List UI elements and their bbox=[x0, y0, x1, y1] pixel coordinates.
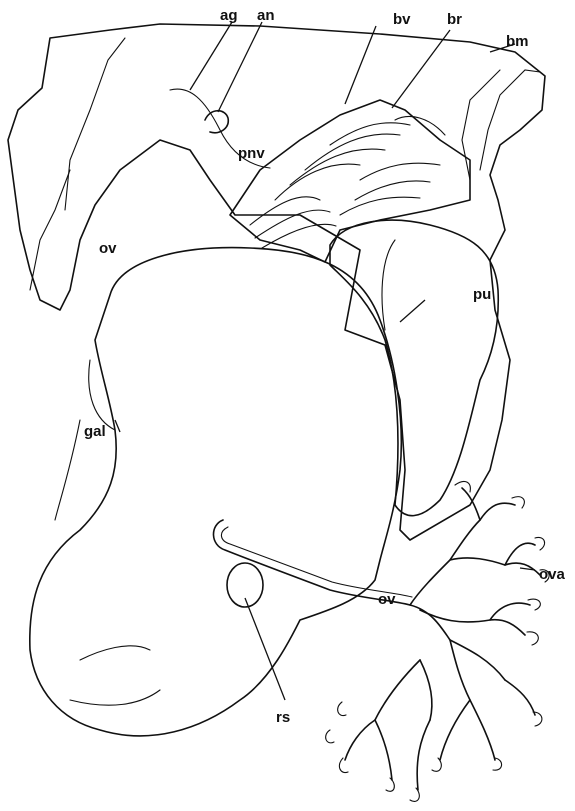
ovary-branches bbox=[345, 488, 540, 790]
label-bv: bv bbox=[393, 11, 411, 28]
label-ag: ag bbox=[220, 7, 238, 24]
mantle-outline bbox=[8, 24, 545, 540]
lower-fold-2 bbox=[80, 646, 150, 660]
anterior-lobe bbox=[30, 170, 70, 290]
label-an: an bbox=[257, 7, 275, 24]
ovary-follicles bbox=[326, 481, 550, 801]
label-gal: gal bbox=[84, 423, 106, 440]
label-ova: ova bbox=[539, 566, 566, 583]
label-bm: bm bbox=[506, 33, 529, 50]
label-ov-tube: ov bbox=[378, 591, 396, 608]
label-rs: rs bbox=[276, 709, 290, 726]
label-ov-left: ov bbox=[99, 240, 117, 257]
visceral-mass bbox=[30, 248, 402, 736]
label-br: br bbox=[447, 11, 462, 28]
receptaculum-seminis bbox=[227, 563, 263, 607]
lower-fold bbox=[70, 690, 160, 705]
albumen-lobe bbox=[55, 420, 80, 520]
gill-region bbox=[230, 100, 470, 262]
anus bbox=[205, 111, 228, 133]
pulmonary-ridge bbox=[382, 240, 395, 330]
label-pu: pu bbox=[473, 286, 491, 303]
mantle-inner-fold bbox=[65, 38, 125, 210]
oviduct-tube-inner bbox=[221, 527, 412, 597]
label-pnv: pnv bbox=[238, 145, 265, 162]
pulmonary-sac bbox=[330, 220, 498, 516]
